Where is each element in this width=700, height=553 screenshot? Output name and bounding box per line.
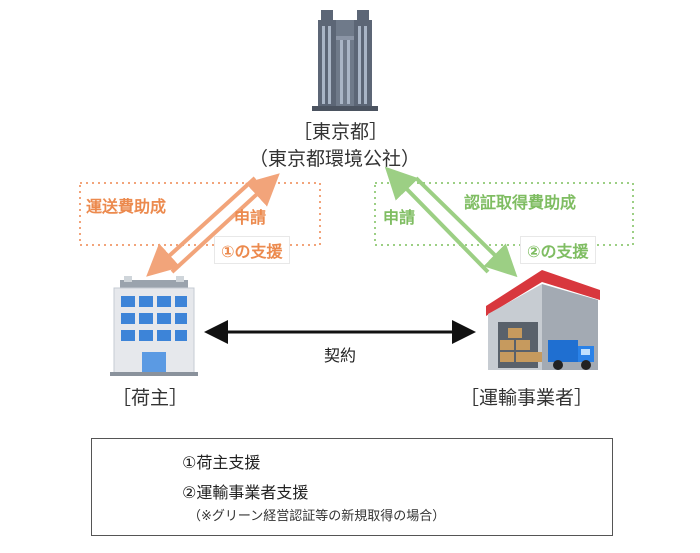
contract-label: 契約: [324, 346, 357, 365]
left-subsidy-label: 運送費助成: [86, 197, 167, 216]
government-sub: （東京都環境公社）: [249, 148, 421, 170]
legend-item2: ②運輸事業者支援: [182, 483, 309, 502]
right-apply-label: 申請: [383, 208, 416, 227]
left-apply-arrow: [170, 173, 280, 274]
legend-note: （※グリーン経営認証等の新規取得の場合）: [188, 509, 446, 524]
legend-box: [91, 438, 613, 536]
warehouse-icon: [486, 270, 600, 370]
left-support-label: ①の支援: [214, 236, 290, 264]
shipper-name: ［荷主］: [112, 387, 189, 409]
right-dotted-box: [374, 182, 634, 246]
government-name: ［東京都］: [293, 121, 389, 143]
right-subsidy-label: 認証取得費助成: [464, 193, 577, 212]
tokyo-government-building-icon: [312, 10, 378, 111]
office-building-icon: [110, 276, 198, 376]
carrier-name: ［運輸事業者］: [460, 387, 594, 409]
right-support-arrow: [414, 176, 518, 278]
legend-item1: ①荷主支援: [182, 453, 261, 472]
right-apply-arrow: [384, 166, 490, 274]
left-support-arrow: [146, 176, 257, 277]
right-support-label: ②の支援: [520, 236, 596, 264]
left-apply-label: 申請: [234, 208, 267, 227]
